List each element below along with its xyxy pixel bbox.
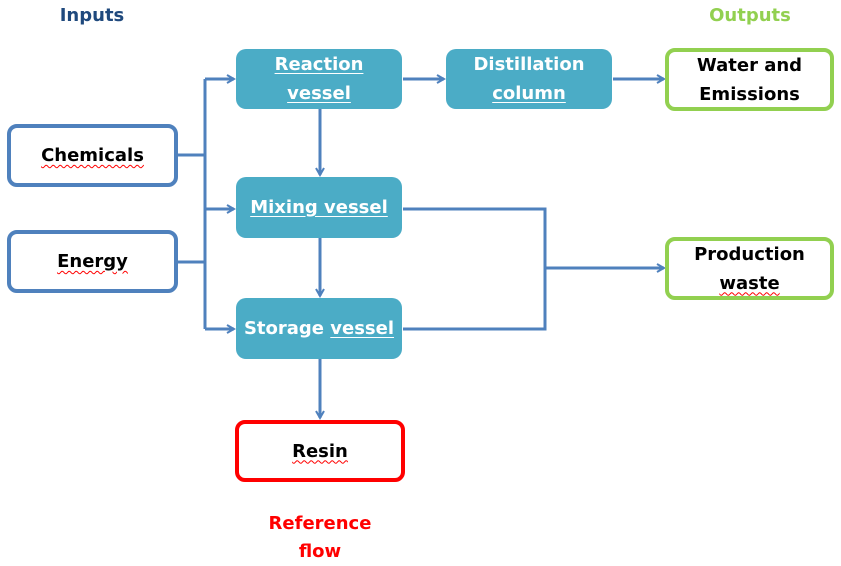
- input-chemicals[interactable]: Chemicals: [7, 124, 178, 187]
- storage-vessel-word: vessel: [330, 318, 395, 339]
- inputs-heading: Inputs: [59, 5, 125, 26]
- input-energy-label: Energy: [57, 251, 128, 272]
- input-chemicals-label: Chemicals: [41, 145, 144, 166]
- production-waste-line2: waste: [719, 272, 780, 294]
- water-emissions-line1: Water and: [696, 54, 803, 76]
- outputs-heading: Outputs: [709, 5, 791, 26]
- process-mixing-vessel[interactable]: Mixing vessel: [236, 177, 402, 238]
- output-water-emissions[interactable]: Water and Emissions: [665, 48, 834, 111]
- reaction-vessel-line1: Reaction: [274, 54, 364, 75]
- edge-mixing-waste: [403, 207, 547, 331]
- water-emissions-line2: Emissions: [699, 83, 800, 105]
- process-distillation-column[interactable]: Distillation column: [446, 49, 612, 109]
- resin-label: Resin: [292, 440, 348, 462]
- output-production-waste[interactable]: Production waste: [665, 237, 834, 300]
- input-energy[interactable]: Energy: [7, 230, 178, 293]
- process-reaction-vessel[interactable]: Reaction vessel: [236, 49, 402, 109]
- distillation-column-line2: column: [492, 83, 566, 104]
- storage-vessel-label: Storage vessel: [243, 318, 395, 339]
- reference-flow-heading: Reference flow: [268, 513, 372, 562]
- reference-resin[interactable]: Resin: [235, 420, 405, 482]
- distillation-column-line1: Distillation: [473, 54, 585, 75]
- production-waste-line1: Production: [694, 243, 805, 265]
- reaction-vessel-line2: vessel: [287, 83, 351, 104]
- mixing-vessel-label: Mixing vessel: [250, 197, 388, 218]
- process-storage-vessel[interactable]: Storage vessel: [236, 298, 402, 359]
